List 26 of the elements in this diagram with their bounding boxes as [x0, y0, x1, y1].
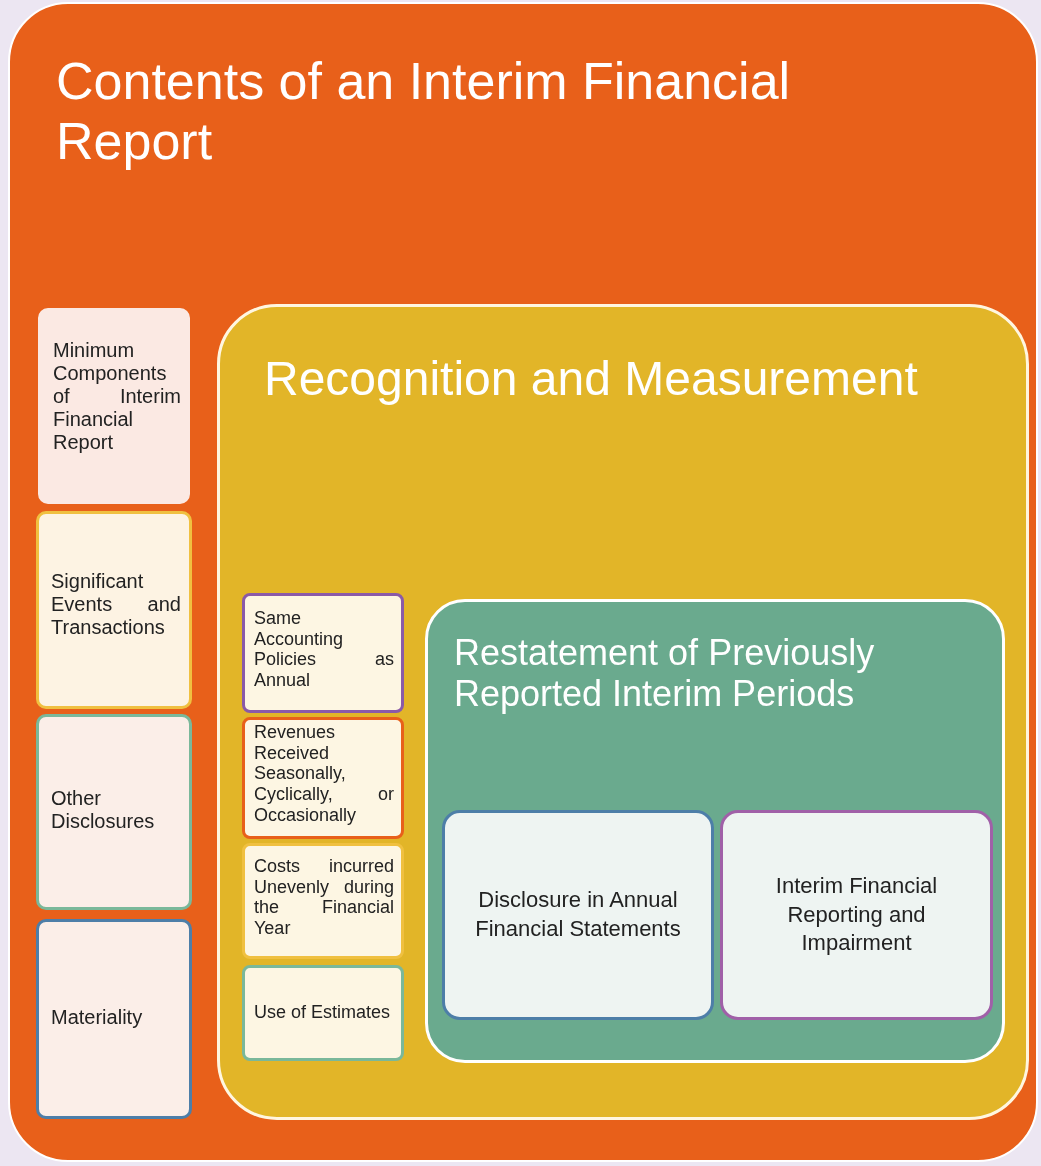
box-label: Interim Financial Reporting and Impairment: [774, 872, 939, 958]
inner-panel: [425, 599, 1005, 1063]
box-label: Revenues Received Seasonally, Cyclically, or Occasionally: [254, 722, 394, 826]
panel-title: Contents of an Interim Financial Report: [56, 52, 792, 172]
topic-box: [242, 965, 404, 1061]
box-label: Materiality: [51, 1006, 144, 1029]
panel-title: Recognition and Measurement: [264, 351, 919, 407]
box-label: Disclosure in Annual Financial Statements: [474, 886, 682, 943]
topic-box: [38, 308, 190, 504]
box-label: Same Accounting Policies as Annual: [254, 608, 394, 691]
topic-box: [36, 919, 192, 1119]
topic-box: [242, 593, 404, 713]
box-label: Other Disclosures: [51, 787, 156, 833]
topic-box: [242, 843, 404, 959]
box-label: Minimum Components of Interim Financial Report: [53, 339, 181, 454]
topic-box: [720, 810, 993, 1020]
topic-box: [242, 717, 404, 839]
panel-title: Restatement of Previously Reported Interim Periods: [454, 632, 876, 715]
box-label: Costs incurred Unevenly during the Financial Year: [254, 856, 394, 939]
topic-box: [36, 714, 192, 910]
outer-panel: [8, 2, 1038, 1162]
topic-box: [36, 511, 192, 709]
topic-box: [442, 810, 714, 1020]
box-label: Use of Estimates: [254, 1002, 392, 1023]
inner-panel: [217, 304, 1029, 1120]
box-label: Significant Events and Transactions: [51, 570, 181, 639]
